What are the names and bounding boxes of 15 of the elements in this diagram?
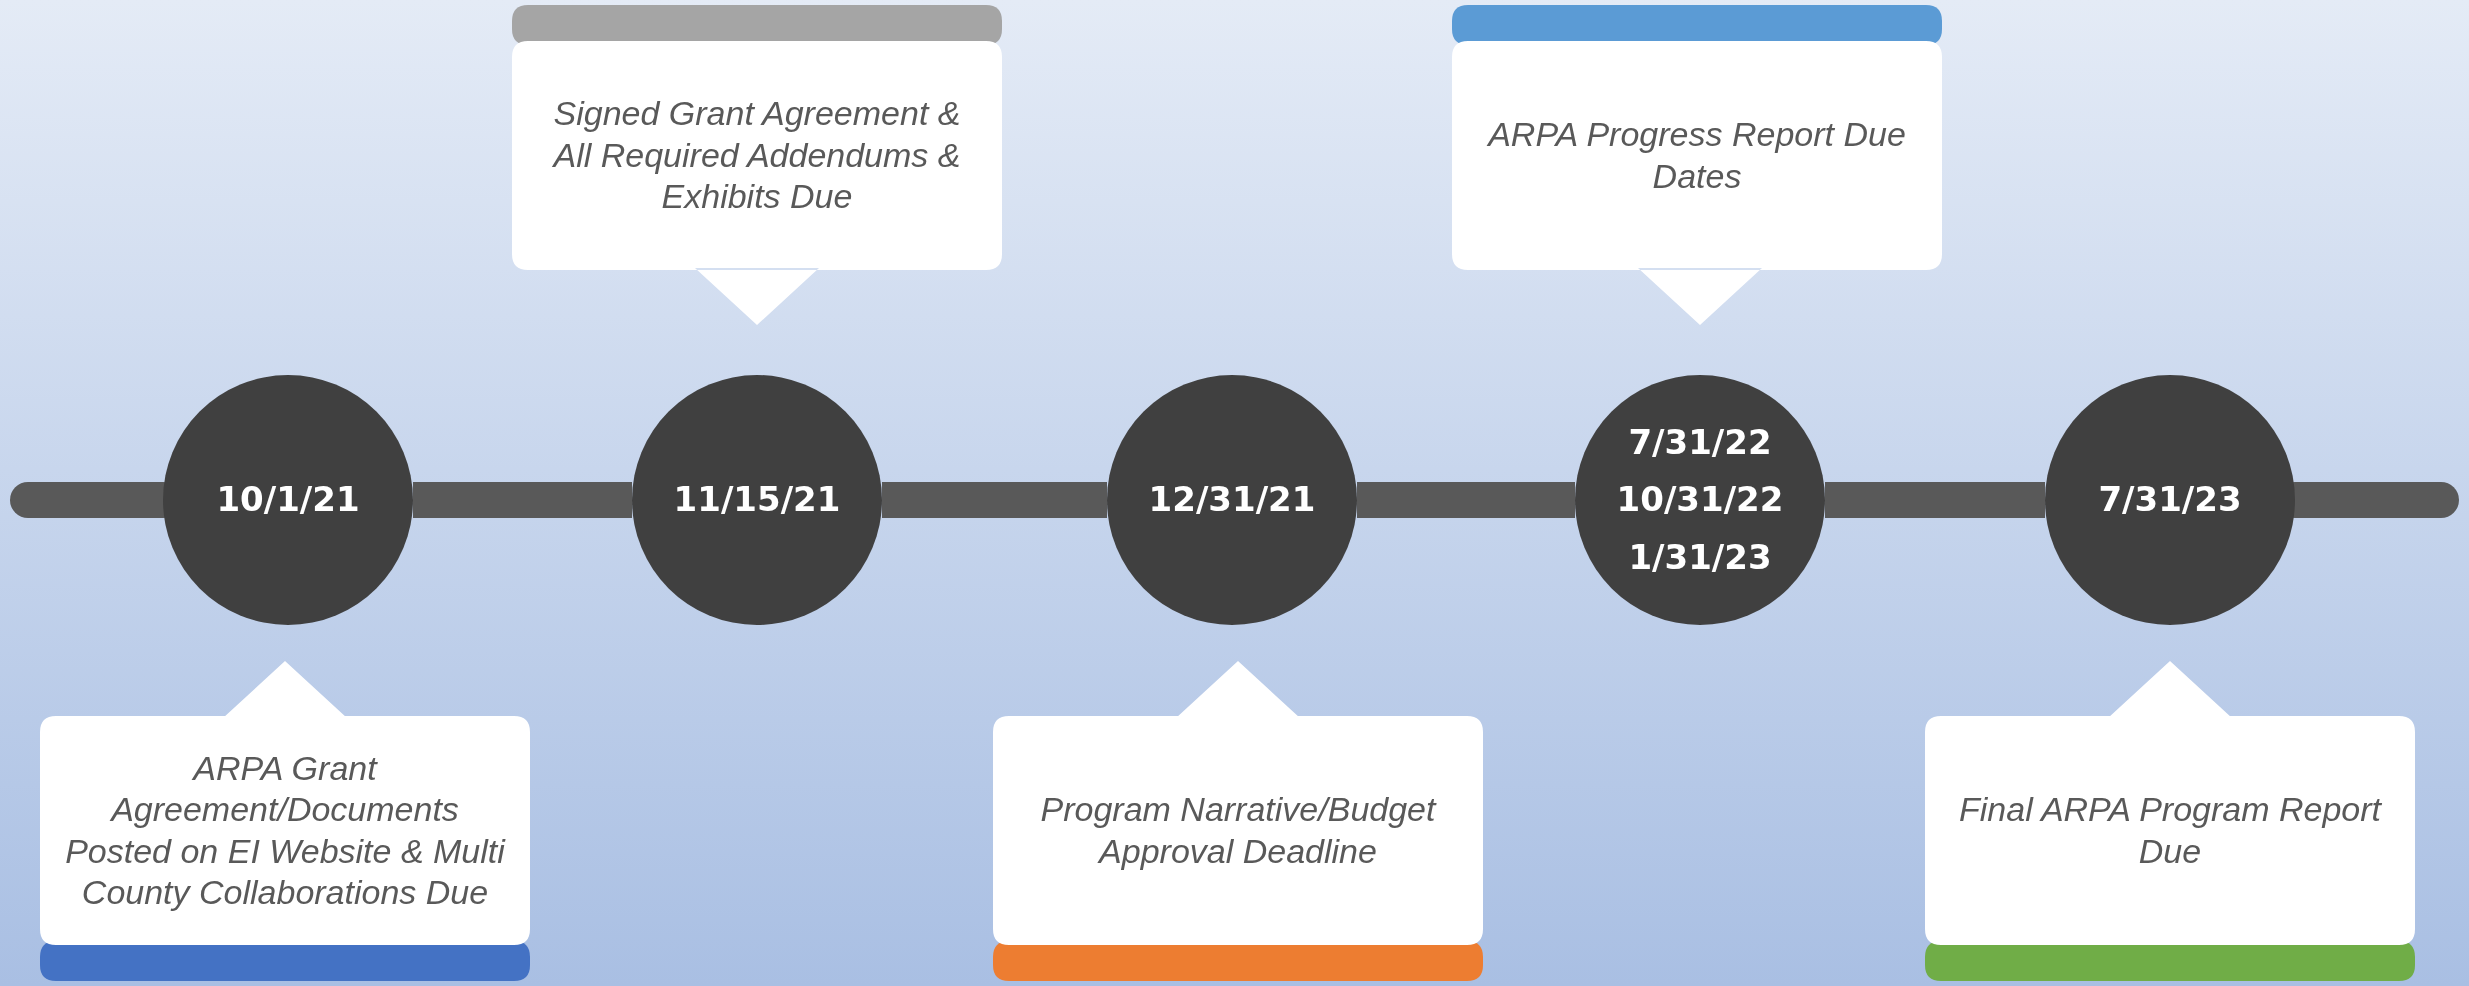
date-label: 10/1/21	[216, 481, 360, 519]
callout-text: Final ARPA Program Report Due	[1958, 789, 2383, 872]
timeline-bar	[1825, 482, 2045, 518]
callout-text: Program Narrative/Budget Approval Deadline	[1039, 789, 1438, 872]
date-label: 1/31/23	[1628, 538, 1772, 577]
date-label: 12/31/21	[1148, 481, 1316, 519]
timeline-bar	[882, 482, 1107, 518]
timeline-bar	[413, 482, 632, 518]
callout-text: Signed Grant Agreement & All Required Addendums & Exhibits Due	[551, 93, 962, 218]
callout-text: ARPA Grant Agreement/Documents Posted on EI Website & Multi County Collaborations Due	[64, 747, 507, 913]
date-label: 7/31/22	[1628, 423, 1772, 462]
date-label: 7/31/23	[2098, 481, 2242, 519]
callout-text: ARPA Progress Report Due Dates	[1486, 114, 1907, 197]
date-label: 10/31/22	[1616, 481, 1784, 519]
date-label: 11/15/21	[673, 481, 841, 519]
